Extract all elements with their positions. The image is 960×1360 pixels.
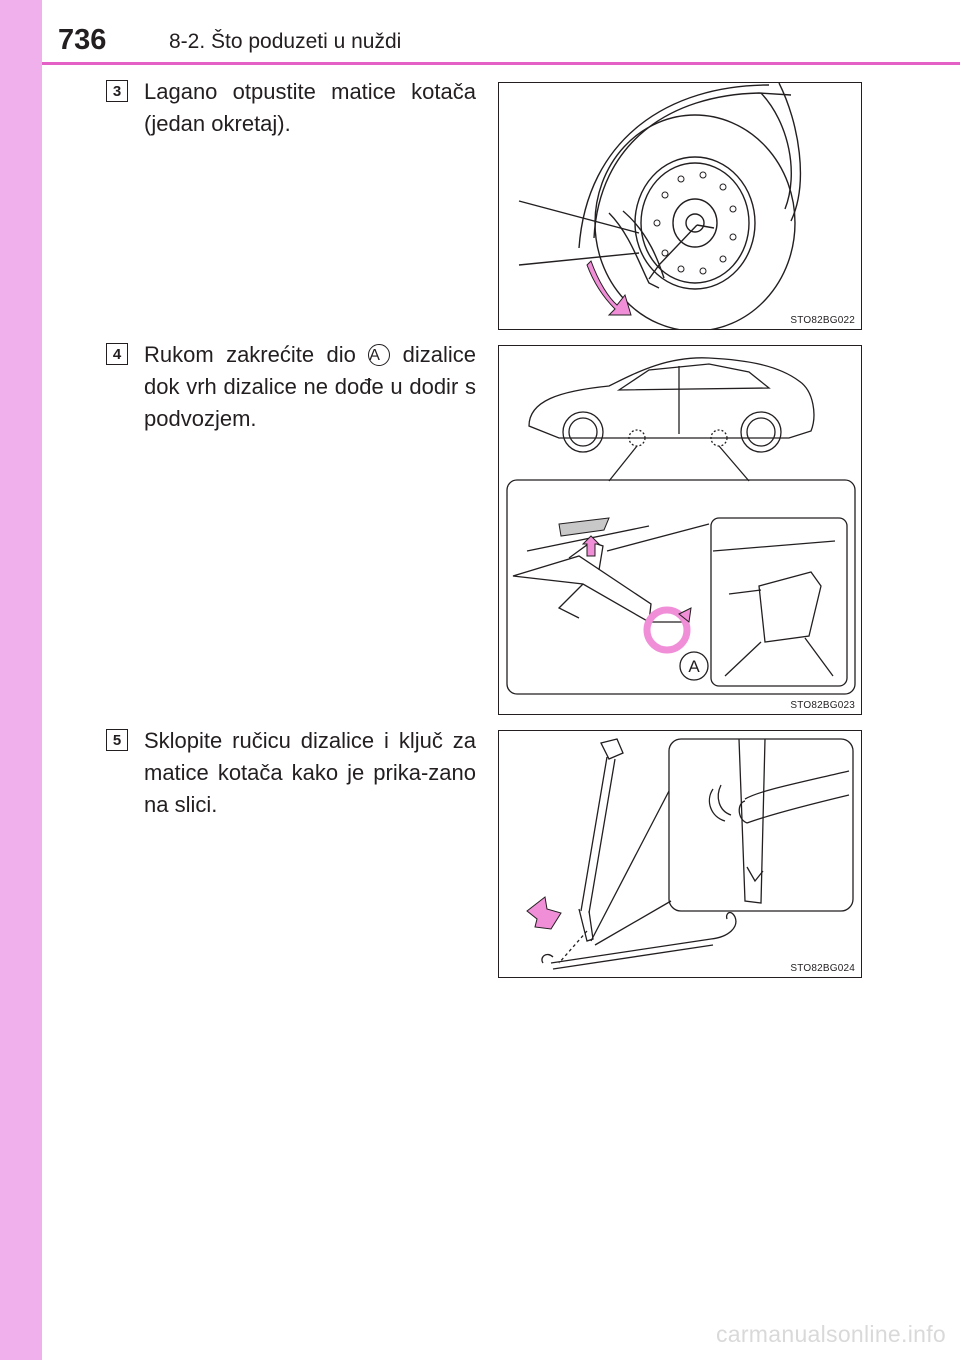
figure-loosen-wheel-nuts: STO82BG022	[498, 82, 862, 330]
figure-code: STO82BG024	[788, 963, 857, 974]
step-5-text: Sklopite ručicu dizalice i ključ za mati…	[144, 728, 476, 817]
step-4-text-after: dizalice dok vrh dizalice ne dođe u dodi…	[144, 342, 476, 431]
crank-rotation-icon	[643, 606, 692, 654]
figure-raise-jack: A STO82BG023	[498, 345, 862, 715]
side-color-band	[0, 0, 42, 1360]
handle-and-wrench-illustration	[526, 738, 854, 970]
lift-arrow-icon	[581, 535, 601, 557]
figure-label-a: A	[688, 657, 700, 676]
watermark: carmanualsonline.info	[715, 1321, 946, 1347]
figure-code: STO82BG023	[788, 700, 857, 711]
jack-illustration: A	[506, 357, 856, 695]
step-4-text-before: Rukom zakrećite dio	[144, 342, 369, 367]
figure-fold-handle: STO82BG024	[498, 730, 862, 978]
fold-arrow-icon	[526, 896, 562, 930]
label-a-circle	[679, 651, 709, 681]
step-number-4: 4	[106, 343, 128, 365]
step-4-text: Rukom zakrećite dio A dizalice dok vrh d…	[144, 339, 476, 435]
rotation-arrow-icon	[586, 260, 632, 316]
marker-a: A	[368, 344, 391, 366]
step-3-text: Lagano otpustite matice kotača (jedan ok…	[144, 79, 476, 136]
figure-code: STO82BG022	[788, 315, 857, 326]
section-title: 8-2. Što poduzeti u nuždi	[169, 30, 402, 53]
wheel-wrench-illustration	[518, 83, 802, 329]
step-number-3: 3	[106, 80, 128, 102]
page-number: 736	[58, 24, 107, 56]
step-number-5: 5	[106, 729, 128, 751]
header-rule	[42, 62, 960, 65]
